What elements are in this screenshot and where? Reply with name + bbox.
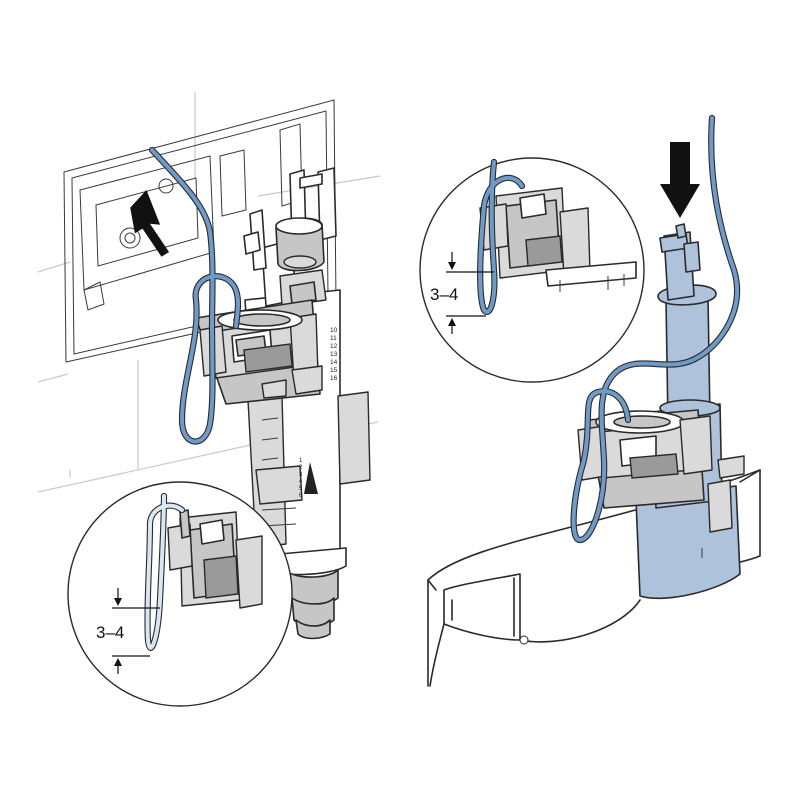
- dimension-label: 3–4: [96, 623, 124, 642]
- detail-circle-left: 3–4: [67, 481, 293, 707]
- dimension-label: 3–4: [430, 285, 458, 304]
- scale-number: 2: [299, 465, 303, 471]
- scale-number: 16: [330, 375, 338, 382]
- scale-number: 13: [330, 351, 338, 358]
- scale-number: 10: [330, 327, 338, 334]
- float-housing-right: [577, 409, 713, 509]
- height-scale: 10 11 12 13 14 15 16: [330, 327, 338, 382]
- scale-number: 15: [330, 367, 338, 374]
- left-scene: 10 11 12 13 14 15 16 1 2 3 4 5 6: [37, 92, 381, 707]
- scale-number: 6: [299, 493, 303, 499]
- scale-number: 14: [330, 359, 338, 366]
- scale-number: 5: [299, 486, 303, 492]
- right-scene: 3–4: [419, 114, 761, 687]
- scale-number: 3: [299, 472, 303, 478]
- scale-number: 4: [299, 479, 303, 485]
- scale-number: 11: [330, 335, 337, 342]
- arrow-up-icon: [130, 189, 170, 257]
- detail-circle-right: 3–4: [419, 157, 645, 383]
- scale-number: 12: [330, 343, 338, 350]
- arrow-down-icon: [660, 142, 700, 218]
- scale-number: 1: [299, 458, 303, 464]
- float-cord: [148, 146, 242, 445]
- height-scale-small: 1 2 3 4 5 6: [299, 458, 303, 499]
- float-cord-right: [570, 114, 741, 544]
- valve-upper-mechanism: [243, 167, 337, 307]
